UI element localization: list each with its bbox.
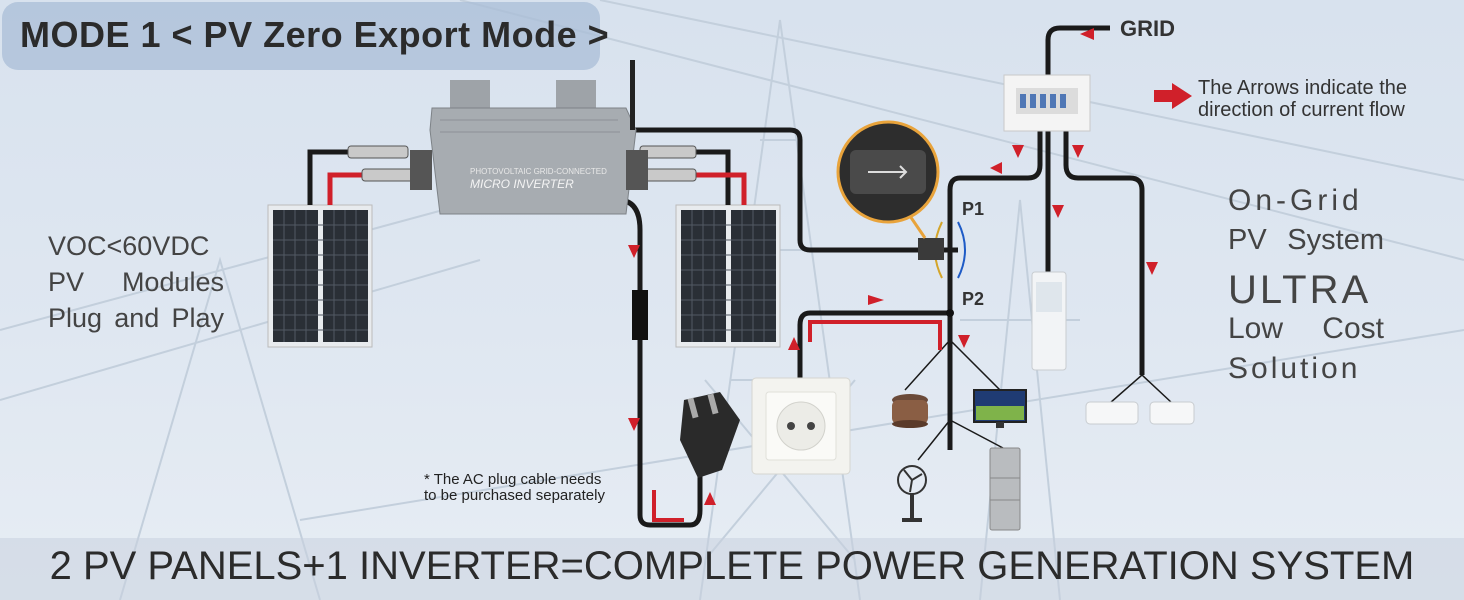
p1-label: P1 (962, 199, 985, 219)
floor-air-conditioner (1031, 271, 1067, 371)
footer-band (0, 538, 1464, 600)
inverter-label: MICRO INVERTER (470, 177, 574, 191)
branch-lines (904, 339, 1173, 461)
feature-modules: PV Modules (48, 267, 224, 297)
slogan-line-3: ULTRA (1228, 268, 1372, 312)
plug-flow-line (652, 490, 684, 522)
wall-socket (751, 377, 851, 475)
legend-line-1: The Arrows indicate the (1198, 77, 1407, 99)
p2-label: P2 (962, 289, 985, 309)
ct-sensor (918, 238, 944, 260)
right-slogan: On-Grid PV System ULTRA Low Cost Solutio… (1228, 184, 1384, 392)
ct-zoom-detail (836, 120, 940, 239)
rice-cooker (892, 394, 928, 428)
mode-title: MODE 1 < PV Zero Export Mode > (20, 14, 610, 55)
split-air-conditioners (1085, 401, 1195, 425)
feature-voc: VOC<60VDC (48, 231, 210, 261)
mc4-connectors (347, 145, 697, 182)
legend-arrow-icon (1154, 83, 1192, 109)
legend-text: The Arrows indicate the direction of cur… (1198, 77, 1407, 121)
inverter-label-small: PHOTOVOLTAIC GRID-CONNECTED (470, 167, 607, 176)
pv-panel-right (675, 204, 781, 348)
mode-badge (2, 2, 600, 70)
ac-cable (617, 127, 920, 528)
footer-title: 2 PV PANELS+1 INVERTER=COMPLETE POWER GE… (49, 544, 1415, 588)
slogan-line-1: On-Grid (1228, 184, 1363, 217)
p1-clamp (957, 221, 966, 279)
flow-arrows (628, 28, 1158, 505)
grid-wiring (797, 25, 1145, 450)
pv-panel-left (267, 204, 373, 348)
slogan-line-5: Solution (1228, 352, 1361, 385)
television (973, 389, 1027, 428)
distribution-box (1003, 74, 1091, 132)
electric-fan (897, 465, 927, 522)
slogan-line-2: PV System (1228, 224, 1384, 256)
note-line-1: * The AC plug cable needs (424, 471, 602, 488)
refrigerator (989, 447, 1021, 531)
load-flow-line (808, 320, 942, 350)
dc-cables (307, 149, 747, 205)
ac-plug (680, 392, 740, 478)
ac-cable-connector (632, 290, 648, 340)
junction-dot (946, 309, 954, 317)
note-line-2: to be purchased separately (424, 487, 605, 504)
arrow-grid (1080, 28, 1094, 40)
left-features: VOC<60VDC PV Modules Plug and Play (48, 228, 224, 336)
micro-inverter: PHOTOVOLTAIC GRID-CONNECTED MICRO INVERT… (410, 60, 648, 215)
grid-label: GRID (1120, 16, 1175, 41)
slogan-line-4: Low Cost (1228, 312, 1384, 345)
legend-line-2: direction of current flow (1198, 99, 1405, 121)
ac-cable-note: * The AC plug cable needs to be purchase… (424, 472, 605, 504)
antenna (630, 60, 635, 130)
feature-plug-play: Plug and Play (48, 303, 224, 333)
